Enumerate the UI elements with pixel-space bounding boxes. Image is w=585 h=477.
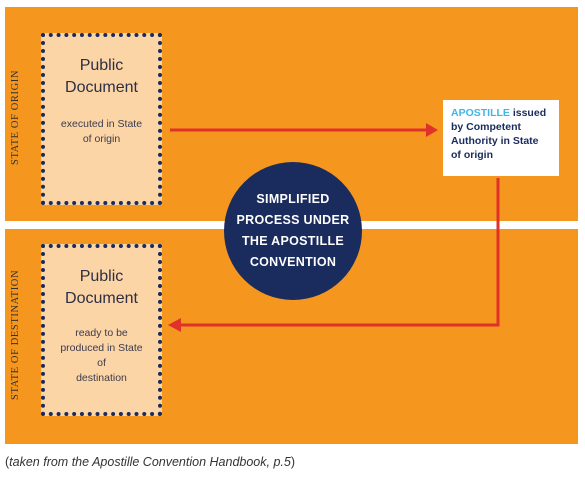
origin-document-description: executed in State of origin [45, 117, 158, 147]
destination-document-title-line: Public [79, 268, 124, 285]
caption-text: taken from the Apostille Convention Hand… [9, 455, 291, 469]
apostille-highlight-word: APOSTILLE [451, 107, 510, 119]
origin-document-description-line: of origin [82, 133, 121, 145]
caption-open-paren: ( [5, 455, 10, 469]
circle-text-line: SIMPLIFIED [256, 192, 330, 206]
caption-close-paren: ) [290, 455, 295, 469]
destination-document-description-line: destination [76, 372, 127, 384]
apostille-line: of origin [451, 149, 493, 161]
origin-document-title-line: Public [79, 57, 124, 74]
destination-document-description-line: ready to be [75, 327, 128, 339]
state-of-origin-label: STATE OF ORIGIN [10, 69, 21, 165]
simplified-process-circle: SIMPLIFIED PROCESS UNDER THE APOSTILLE C… [224, 162, 362, 300]
destination-public-document-box: Public Document ready to be produced in … [41, 244, 162, 416]
simplified-process-text: SIMPLIFIED PROCESS UNDER THE APOSTILLE C… [229, 189, 357, 273]
apostille-line: APOSTILLE issued [451, 106, 551, 120]
origin-document-description-line: executed in State [60, 118, 143, 130]
destination-document-title: Public Document [45, 266, 158, 310]
figure-caption: (taken from the Apostille Convention Han… [5, 455, 295, 469]
origin-document-title-line: Document [65, 79, 138, 96]
origin-public-document-box: Public Document executed in State of ori… [41, 33, 162, 205]
apostille-line: Authority in State [451, 135, 539, 147]
destination-document-title-line: Document [65, 290, 138, 307]
apostille-line: by Competent [451, 121, 522, 133]
apostille-issued-box: APOSTILLE issued by Competent Authority … [443, 100, 559, 176]
state-of-destination-label: STATE OF DESTINATION [10, 269, 21, 401]
origin-document-title: Public Document [45, 55, 158, 99]
destination-document-description: ready to be produced in State of destina… [45, 326, 158, 386]
destination-document-description-line: produced in State of [60, 342, 143, 369]
apostille-issued-text: issued [509, 107, 547, 119]
circle-text-line: THE APOSTILLE [241, 234, 345, 248]
circle-text-line: CONVENTION [249, 255, 337, 269]
circle-text-line: PROCESS UNDER [236, 213, 350, 227]
